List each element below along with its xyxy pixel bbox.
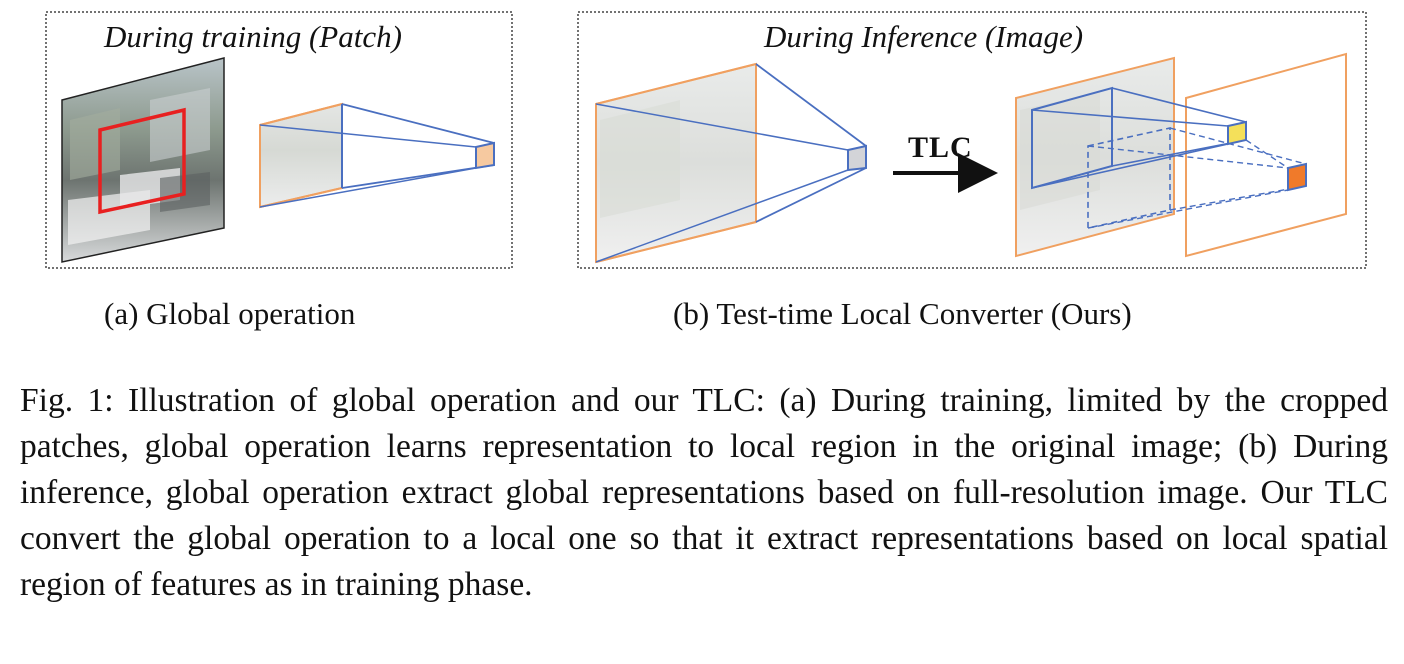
training-photo xyxy=(61,57,225,263)
panel-a-caption: (a) Global operation xyxy=(104,296,356,331)
panel-b-caption: (b) Test-time Local Converter (Ours) xyxy=(673,296,1132,331)
panel-b-title: During Inference (Image) xyxy=(764,19,1084,54)
tlc-arrow-label: TLC xyxy=(908,131,973,164)
panel-a-frame xyxy=(45,11,513,269)
training-patch-feature xyxy=(259,102,495,209)
panel-b-frame xyxy=(577,11,1367,269)
panel-a-title: During training (Patch) xyxy=(104,19,402,54)
inference-global-feature xyxy=(595,62,867,264)
figure-caption: Fig. 1: Illustration of global operation… xyxy=(20,382,1388,603)
inference-local-feature xyxy=(1015,52,1347,258)
crop-patch-box xyxy=(98,107,186,215)
